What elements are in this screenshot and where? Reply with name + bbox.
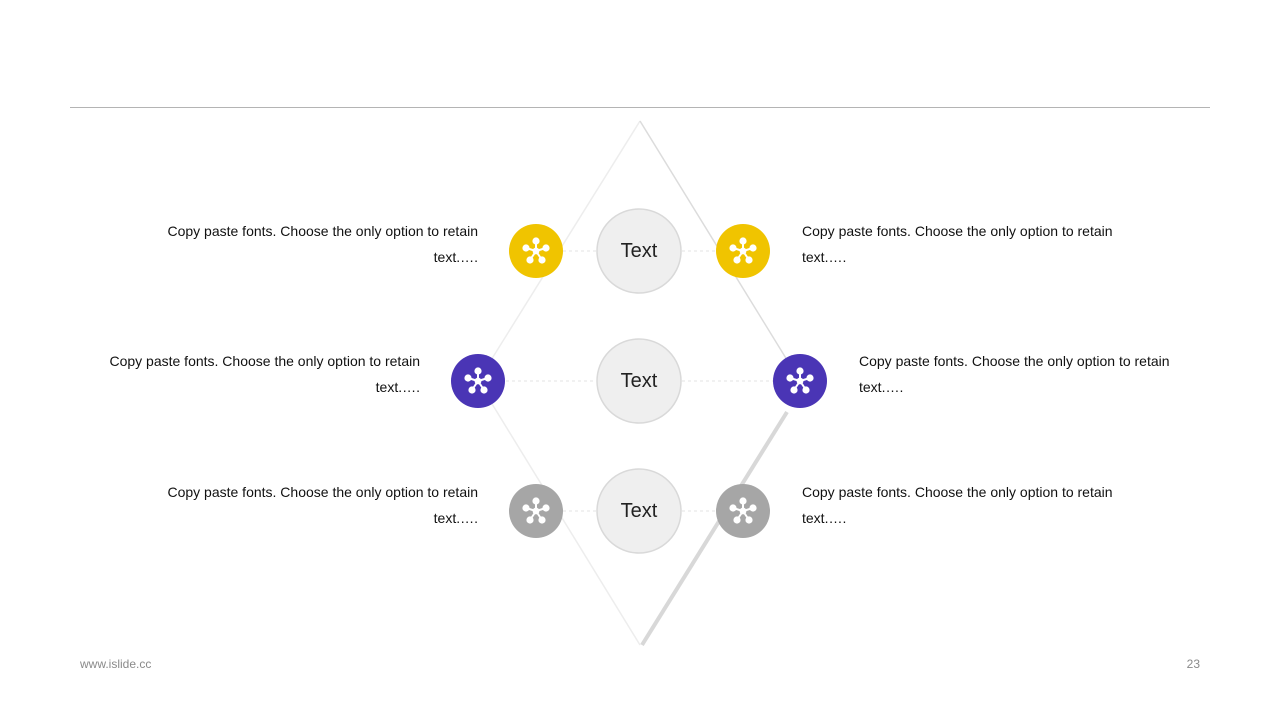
page-number: 23 (1186, 657, 1200, 671)
row-1-right-description: Copy paste fonts. Choose the only option… (802, 223, 1113, 265)
connector-lines (506, 250, 773, 512)
row-2-left-network-icon (451, 354, 505, 408)
row-1-right-network-icon (716, 224, 770, 278)
row-1-left-description: Copy paste fonts. Choose the only option… (167, 223, 478, 265)
center-label-3: Text (620, 499, 658, 522)
footer-url: www.islide.cc (80, 657, 152, 671)
row-3-left-network-icon (509, 484, 563, 538)
center-circle-2 (596, 338, 682, 424)
center-circle-3 (596, 468, 682, 554)
row-3-left-description: Copy paste fonts. Choose the only option… (167, 484, 478, 526)
row-2-right-network-icon (773, 354, 827, 408)
row-2-right-description: Copy paste fonts. Choose the only option… (859, 353, 1170, 395)
header-divider (70, 107, 1210, 108)
row-3-right-description: Copy paste fonts. Choose the only option… (802, 484, 1113, 526)
center-label-2: Text (620, 369, 658, 392)
row-2-left-description: Copy paste fonts. Choose the only option… (109, 353, 420, 395)
center-label-1: Text (620, 239, 658, 262)
center-circle-1 (596, 208, 682, 294)
row-1-left-network-icon (509, 224, 563, 278)
row-3-right-network-icon (716, 484, 770, 538)
